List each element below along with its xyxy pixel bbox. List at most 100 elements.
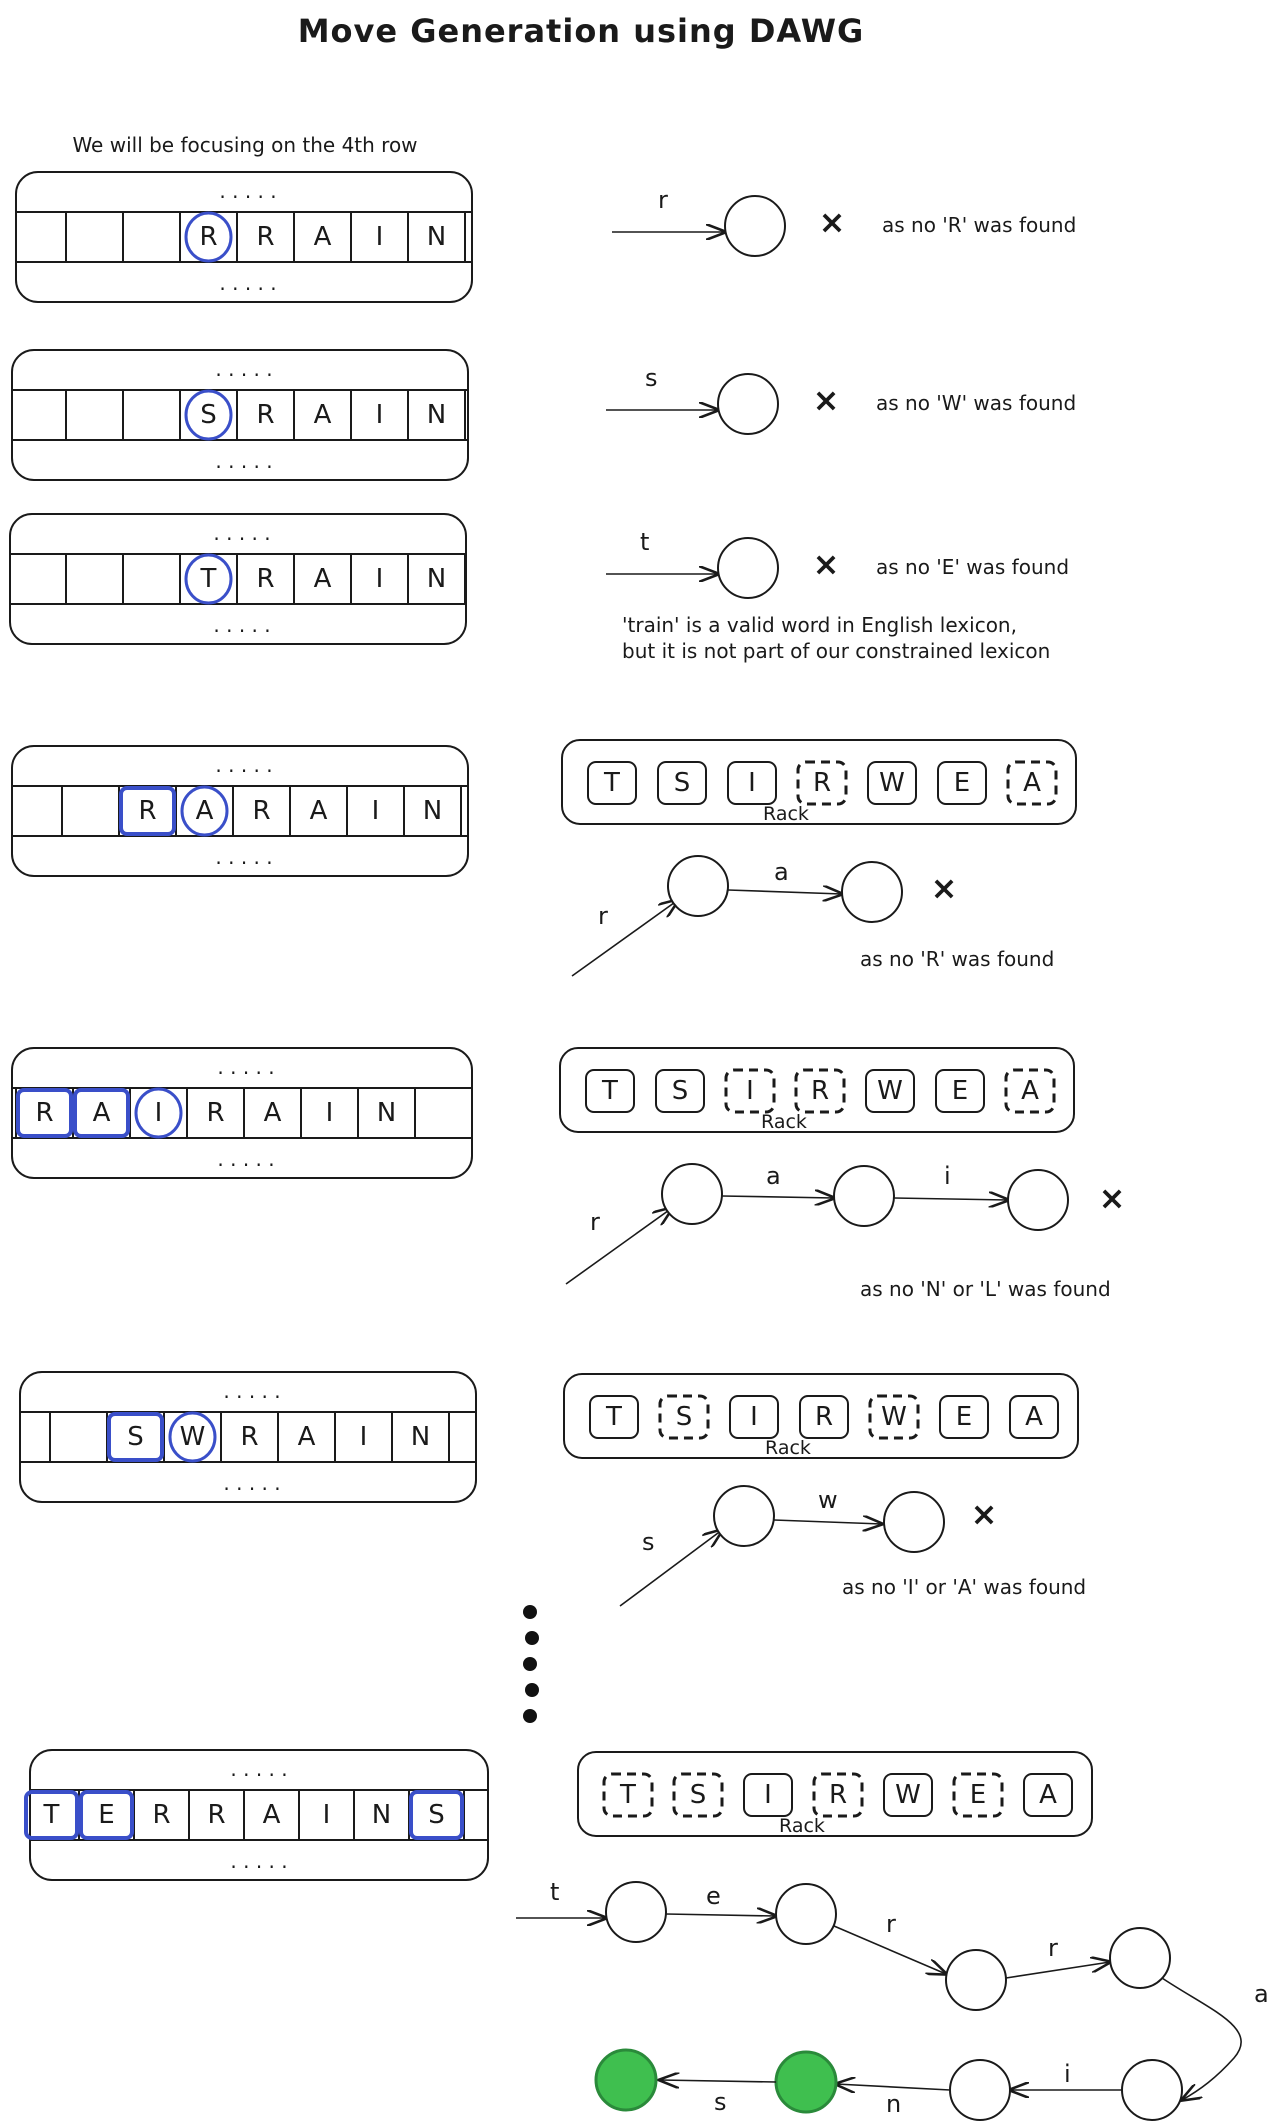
board-cell-letter: A <box>264 1098 282 1128</box>
board-cell-letter: N <box>411 1422 430 1452</box>
board-cell-letter: N <box>427 400 446 430</box>
rack-tile-letter: T <box>601 1076 618 1106</box>
rack-tile-letter: S <box>674 768 691 798</box>
board-cell-letter: S <box>200 400 217 430</box>
lexicon-note-line-2: but it is not part of our constrained le… <box>622 639 1050 663</box>
rack-tile-letter: I <box>746 1076 754 1106</box>
board-cell-letter: N <box>372 1800 391 1830</box>
placed-tile-highlight <box>107 1412 164 1462</box>
rack-tile-letter: A <box>1021 1076 1039 1106</box>
edge-label: w <box>818 1486 838 1514</box>
rack-label: Rack <box>763 803 809 825</box>
rack-tile-letter: A <box>1039 1780 1057 1810</box>
board-dots-bottom: . . . . . <box>213 613 270 637</box>
rack-tile <box>865 1069 915 1113</box>
fail-mark: × <box>1099 1179 1126 1217</box>
rack-tile <box>585 1069 635 1113</box>
rack-tile-letter: E <box>956 1402 972 1432</box>
rack-tile <box>883 1773 933 1817</box>
fail-mark: × <box>819 203 846 241</box>
edge-label: n <box>886 2090 901 2118</box>
dawg-node <box>833 1165 895 1227</box>
dawg-node <box>667 855 729 917</box>
edge-label: e <box>706 1882 721 1910</box>
rack-tile-letter: A <box>1025 1402 1043 1432</box>
board-cell-letter: S <box>428 1800 445 1830</box>
board-cell-letter: A <box>314 400 332 430</box>
rack-tile <box>655 1069 705 1113</box>
board-dots-bottom: . . . . . <box>215 845 272 869</box>
rack-tile-letter: S <box>690 1780 707 1810</box>
board-cell-letter: E <box>98 1800 114 1830</box>
board-dots-top: . . . . . <box>219 179 276 203</box>
edge-label: t <box>640 528 649 556</box>
board-dots-top: . . . . . <box>217 1055 274 1079</box>
dawg-node <box>1109 1927 1171 1989</box>
rack-tile <box>937 761 987 805</box>
board-dots-bottom: . . . . . <box>217 1147 274 1171</box>
rack-tile-letter: W <box>877 1076 903 1106</box>
board-cell-letter: I <box>376 564 384 594</box>
board-dots-top: . . . . . <box>223 1379 280 1403</box>
board-cell-letter: A <box>196 796 214 826</box>
fail-note: as no 'W' was found <box>876 391 1076 415</box>
rack-tile <box>867 761 917 805</box>
fail-mark: × <box>813 381 840 419</box>
board-cell-letter: N <box>423 796 442 826</box>
rack-tile-letter: T <box>605 1402 622 1432</box>
board-cell-letter: I <box>376 222 384 252</box>
placed-tile-highlight <box>24 1790 79 1840</box>
board-dots-top: . . . . . <box>215 357 272 381</box>
dawg-path: s w × as no 'I' or 'A' was found <box>619 1485 1086 1607</box>
rack-tile <box>657 761 707 805</box>
edge-label: r <box>1048 1934 1058 1962</box>
board-cell-letter: R <box>252 796 270 826</box>
board-cell-letter: I <box>323 1800 331 1830</box>
board-cell-letter: A <box>314 564 332 594</box>
dawg-node <box>883 1491 945 1553</box>
dawg-node <box>605 1881 667 1943</box>
rack-tile-letter: W <box>881 1402 907 1432</box>
dawg-node <box>713 1485 775 1547</box>
rack-tile <box>658 1394 710 1440</box>
rack-label: Rack <box>779 1815 825 1837</box>
dawg-path: r a × as no 'R' was found <box>571 855 1054 977</box>
edge-label: s <box>642 1528 655 1556</box>
board-cell-letter: N <box>377 1098 396 1128</box>
rack-tile-letter: E <box>952 1076 968 1106</box>
fail-note: as no 'R' was found <box>882 213 1076 237</box>
rack-tile <box>1009 1395 1059 1439</box>
board-cell-letter: R <box>206 1098 224 1128</box>
board-dots-top: . . . . . <box>213 521 270 545</box>
board-cell-letter: S <box>127 1422 144 1452</box>
board-cell-letter: R <box>256 564 274 594</box>
edge-label: s <box>714 2088 727 2116</box>
board-cell-letter: W <box>180 1422 206 1452</box>
board-dots-bottom: . . . . . <box>215 449 272 473</box>
edge-label: i <box>1064 2060 1071 2088</box>
board-cell-letter: R <box>199 222 217 252</box>
board-cell-letter: R <box>138 796 156 826</box>
rack-tile <box>1006 760 1058 806</box>
rack-tile <box>587 761 637 805</box>
board-cell-letter: N <box>427 564 446 594</box>
rack-tile-letter: E <box>954 768 970 798</box>
edge-label: t <box>550 1878 559 1906</box>
fail-mark: × <box>971 1495 998 1533</box>
board-dots-bottom: . . . . . <box>223 1471 280 1495</box>
dawg-node <box>717 537 779 599</box>
anchor-highlight <box>168 1411 217 1463</box>
rack-label: Rack <box>761 1111 807 1133</box>
rack-tile <box>724 1068 776 1114</box>
rack-tile-letter: W <box>879 768 905 798</box>
